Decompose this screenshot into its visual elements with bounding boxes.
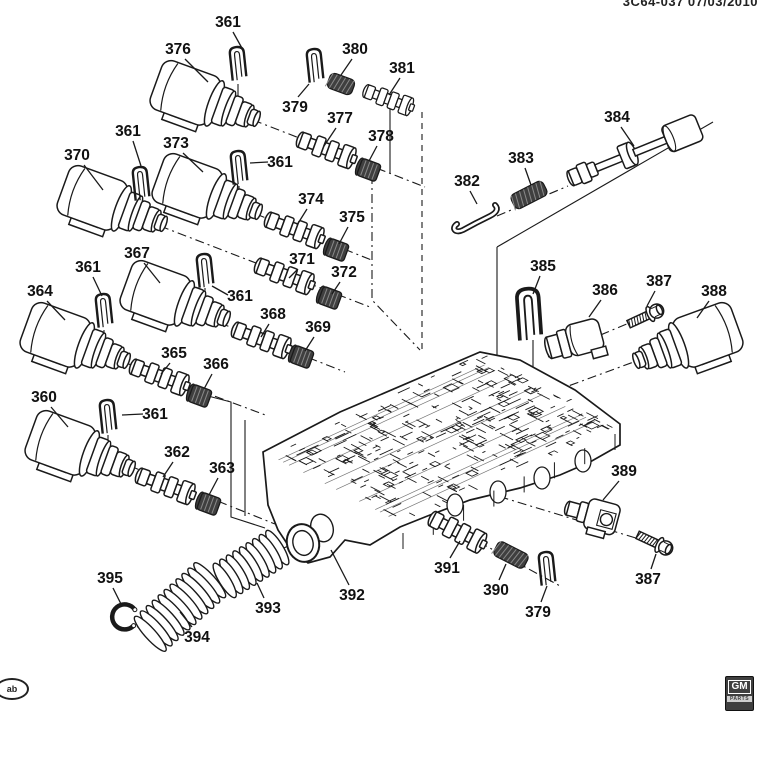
part-374 (263, 211, 326, 250)
part-label-387: 387 (646, 273, 672, 290)
part-label-378: 378 (368, 128, 394, 145)
part-370 (56, 164, 169, 238)
part-388 (631, 301, 744, 375)
part-394 (133, 562, 227, 652)
part-368 (230, 321, 293, 360)
part-376 (149, 59, 262, 133)
part-360 (24, 409, 137, 483)
part-387-b (634, 530, 674, 556)
part-label-367: 367 (124, 245, 150, 262)
part-label-361: 361 (227, 288, 253, 305)
part-label-360: 360 (31, 389, 57, 406)
part-389 (563, 498, 621, 540)
part-label-380: 380 (342, 41, 368, 58)
part-361-e (195, 252, 215, 288)
document-reference: 3C64-037 07/03/2010 (622, 0, 758, 9)
part-label-361: 361 (115, 123, 141, 140)
part-387-a (625, 303, 665, 329)
part-label-375: 375 (339, 209, 365, 226)
part-361-d (94, 292, 114, 328)
leader-lines (46, 31, 710, 628)
gm-logo-text: GM (728, 680, 751, 694)
part-label-376: 376 (165, 41, 191, 58)
part-label-389: 389 (611, 463, 637, 480)
part-label-371: 371 (289, 251, 315, 268)
part-label-363: 363 (209, 460, 235, 477)
part-381 (362, 84, 416, 117)
part-label-384: 384 (604, 109, 630, 126)
part-367 (119, 259, 232, 333)
part-361-c (229, 149, 249, 185)
part-384 (566, 114, 704, 187)
part-377 (295, 131, 358, 170)
part-label-369: 369 (305, 319, 331, 336)
part-label-370: 370 (64, 147, 90, 164)
part-label-387: 387 (635, 571, 661, 588)
part-label-386: 386 (592, 282, 618, 299)
part-label-393: 393 (255, 600, 281, 617)
part-label-372: 372 (331, 264, 357, 281)
part-372 (315, 285, 343, 310)
part-label-385: 385 (530, 258, 556, 275)
part-378 (354, 157, 382, 182)
part-373 (151, 152, 264, 226)
part-label-361: 361 (267, 154, 293, 171)
valve-body-texture (278, 352, 619, 517)
part-label-373: 373 (163, 135, 189, 152)
part-label-361: 361 (215, 14, 241, 31)
part-361-b (131, 165, 151, 201)
part-393 (212, 529, 290, 599)
ab-oval-logo: ab (0, 678, 29, 700)
part-375 (322, 237, 350, 262)
part-label-366: 366 (203, 356, 229, 373)
part-label-383: 383 (508, 150, 534, 167)
part-361-f (98, 398, 118, 434)
part-390 (491, 541, 529, 569)
part-label-364: 364 (27, 283, 53, 300)
part-label-374: 374 (298, 191, 324, 208)
part-label-395: 395 (97, 570, 123, 587)
part-label-379: 379 (525, 604, 551, 621)
part-label-361: 361 (75, 259, 101, 276)
part-label-361: 361 (142, 406, 168, 423)
part-385 (515, 286, 544, 341)
part-383 (510, 180, 548, 211)
part-label-379: 379 (282, 99, 308, 116)
part-395 (109, 602, 138, 632)
part-361-a (228, 45, 248, 81)
part-371 (253, 257, 316, 296)
part-362 (134, 467, 197, 506)
parts-layer (19, 45, 744, 652)
gm-logo: GM PARTS (725, 676, 754, 711)
part-label-388: 388 (701, 283, 727, 300)
part-386 (543, 318, 609, 360)
part-379-a (305, 47, 325, 83)
part-label-390: 390 (483, 582, 509, 599)
part-366 (185, 383, 213, 408)
part-label-365: 365 (161, 345, 187, 362)
gm-logo-subtext: PARTS (726, 696, 753, 702)
part-label-394: 394 (184, 629, 210, 646)
part-label-382: 382 (454, 173, 480, 190)
part-380 (324, 72, 356, 96)
part-label-392: 392 (339, 587, 365, 604)
part-369 (287, 344, 315, 369)
part-365 (128, 358, 191, 397)
part-label-362: 362 (164, 444, 190, 461)
part-364 (19, 301, 132, 375)
part-363 (194, 491, 222, 516)
part-382 (451, 202, 500, 235)
part-391 (427, 510, 488, 554)
part-labels: 361 376 380 381 379 377 378 361 373 370 361 384 383 3… (27, 14, 727, 646)
part-label-391: 391 (434, 560, 460, 577)
valve-body-assembly (262, 351, 621, 564)
part-label-381: 381 (389, 60, 415, 77)
part-label-368: 368 (260, 306, 286, 323)
part-label-377: 377 (327, 110, 353, 127)
part-379-b (537, 550, 557, 586)
